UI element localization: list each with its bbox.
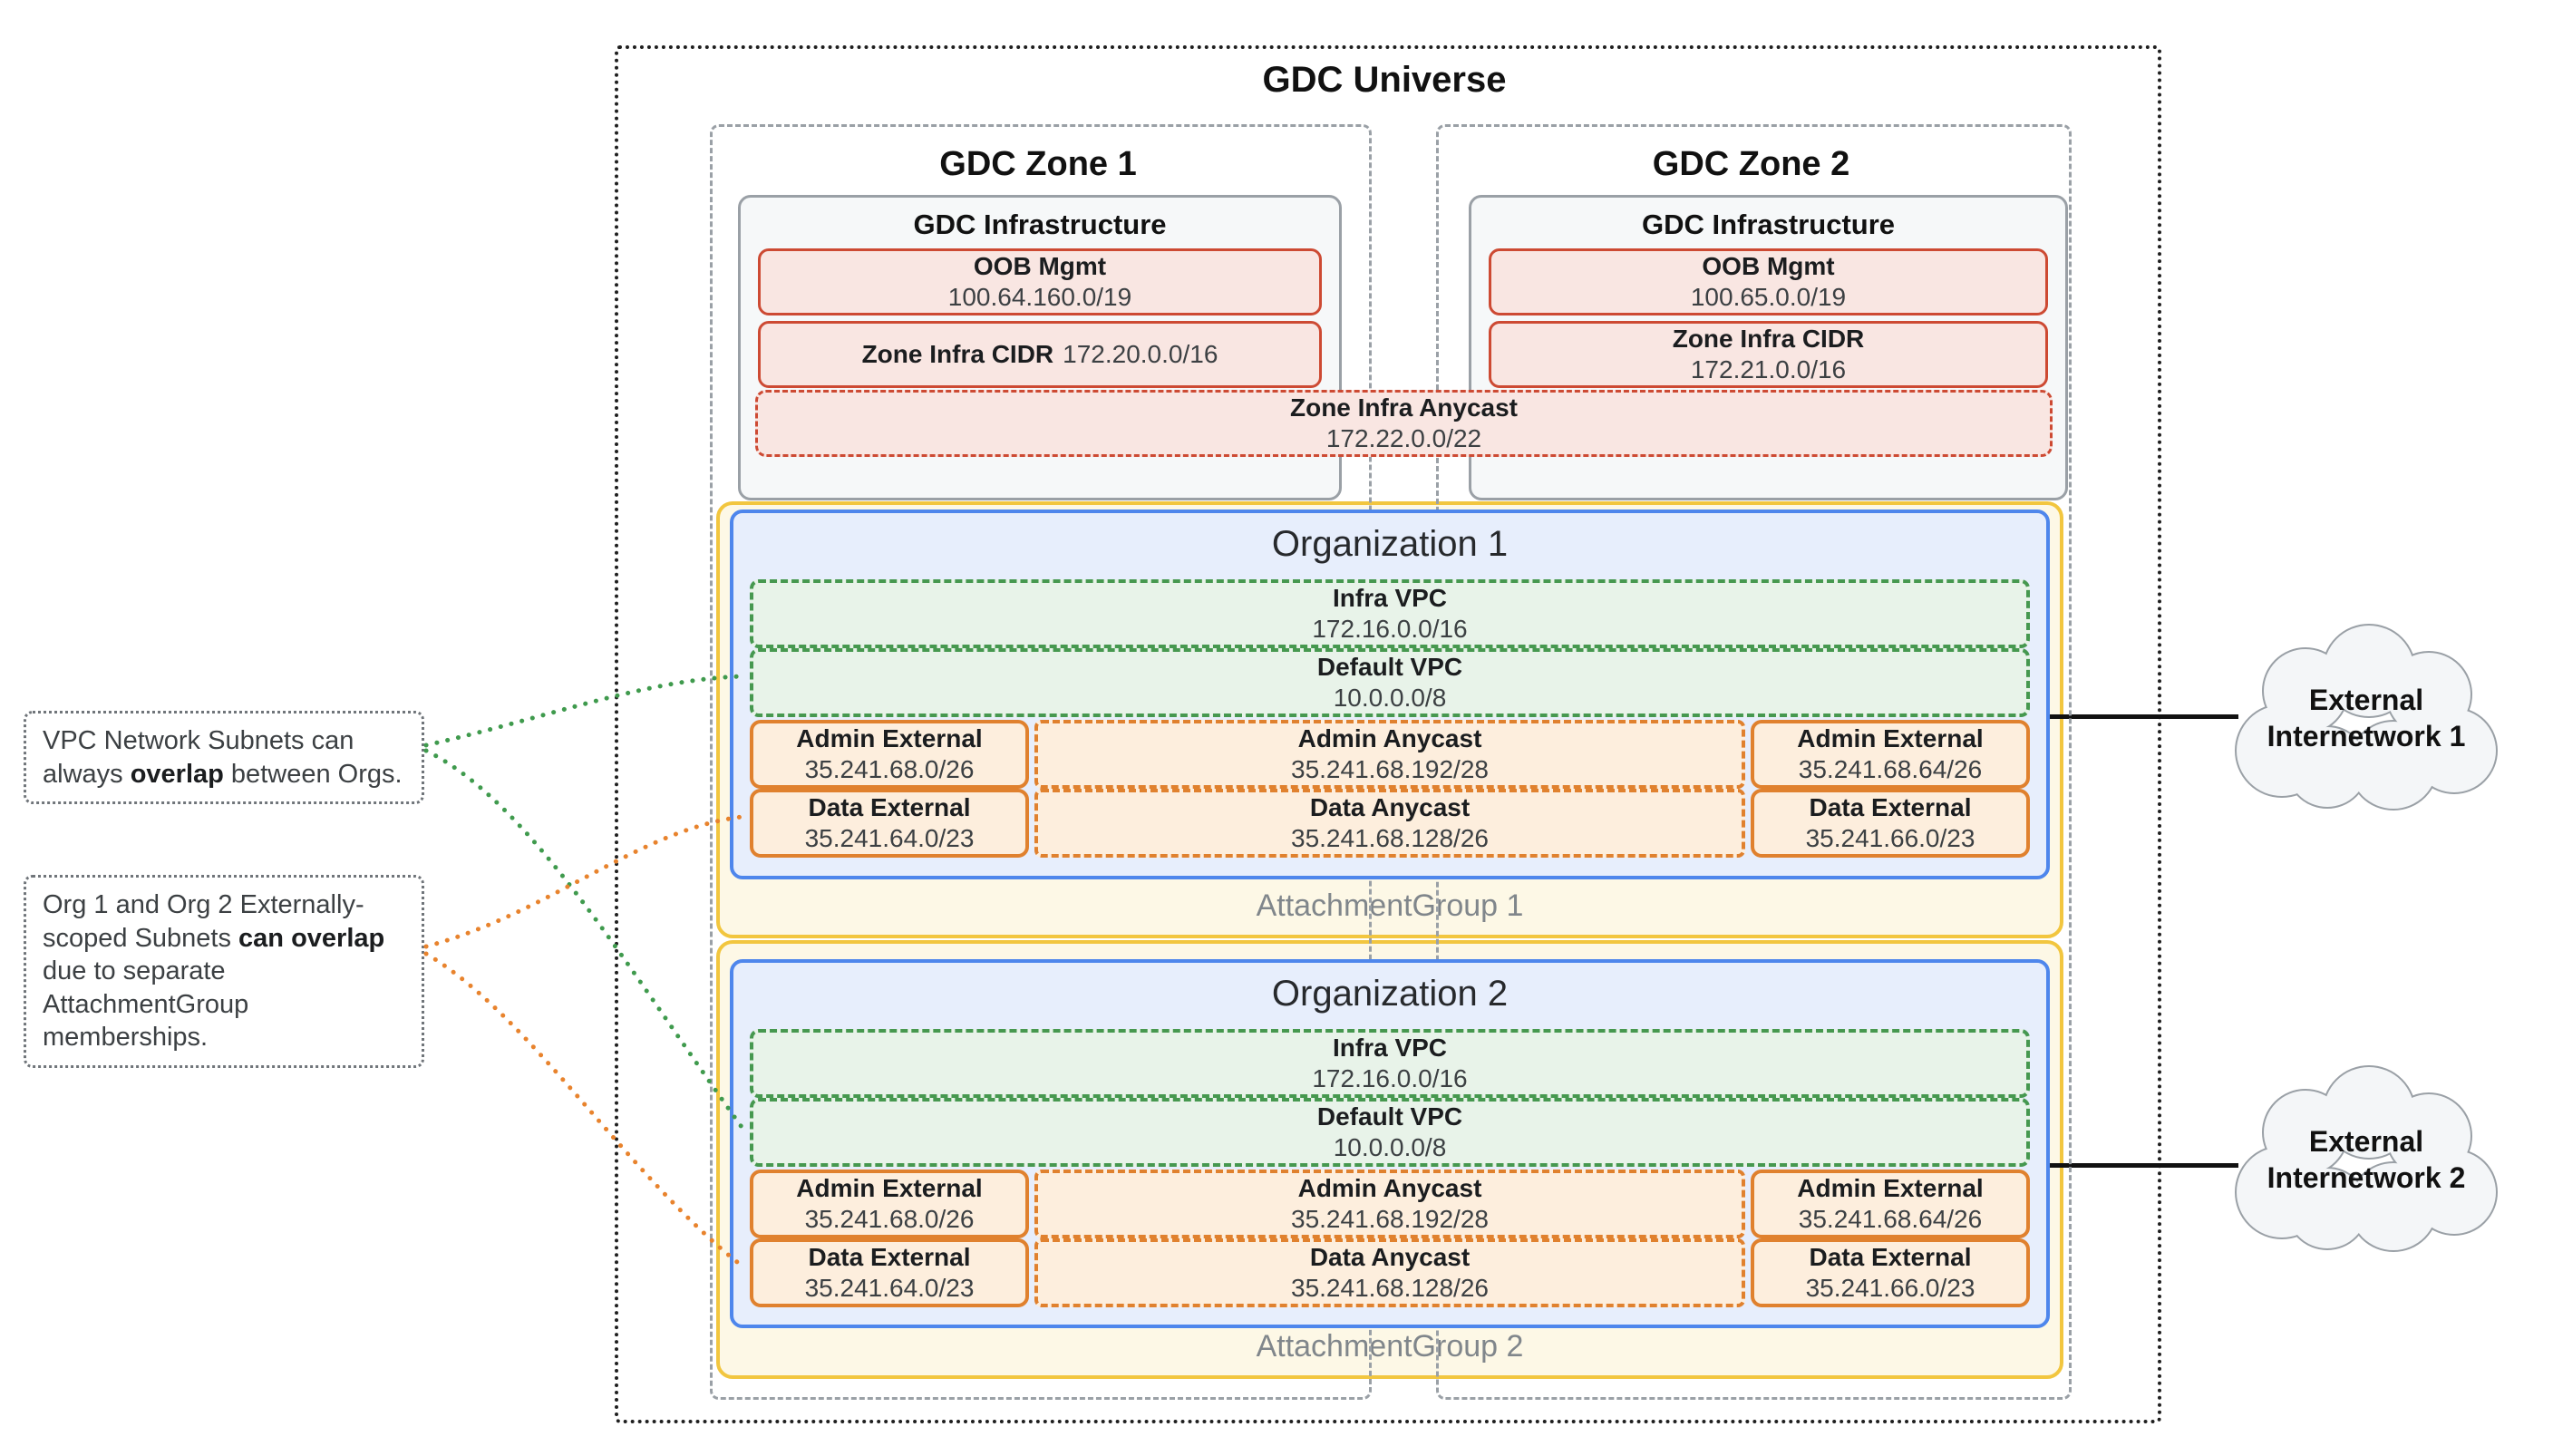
subnet-label: Admin External — [1797, 724, 1984, 752]
subnet-label: Data External — [1809, 793, 1972, 821]
zone-1-oob-mgmt-box: OOB Mgmt 100.64.160.0/19 — [758, 248, 1322, 315]
zone-2-infrastructure-title: GDC Infrastructure — [1641, 209, 1896, 240]
org-2-admin-anycast: Admin Anycast 35.241.68.192/28 — [1034, 1170, 1745, 1238]
organization-1: Organization 1 Infra VPC 172.16.0.0/16 D… — [730, 510, 2050, 879]
note-text-bold: overlap — [130, 759, 224, 789]
org-1-data-external-zone2: Data External 35.241.66.0/23 — [1751, 789, 2030, 858]
zone-1-title: GDC Zone 1 — [939, 145, 1137, 183]
subnet-cidr: 35.241.68.128/26 — [1291, 1274, 1489, 1302]
org-2-data-anycast: Data Anycast 35.241.68.128/26 — [1034, 1238, 1745, 1307]
external-internetwork-2-label: External Internetwork 2 — [2267, 1125, 2466, 1194]
note-text: Org 1 and Org 2 Externally-scoped Subnet… — [43, 890, 364, 953]
org-2-data-external-zone2: Data External 35.241.66.0/23 — [1751, 1238, 2030, 1307]
infra-cidr-label: Zone Infra CIDR — [1672, 325, 1865, 353]
org-2-admin-external-zone1: Admin External 35.241.68.0/26 — [750, 1170, 1029, 1238]
default-vpc-label: Default VPC — [1316, 653, 1463, 681]
org-1-admin-external-zone1: Admin External 35.241.68.0/26 — [750, 720, 1029, 789]
infra-vpc-cidr: 172.16.0.0/16 — [1312, 1064, 1468, 1092]
org-2-admin-external-zone2: Admin External 35.241.68.64/26 — [1751, 1170, 2030, 1238]
org-2-default-vpc: Default VPC 10.0.0.0/8 — [750, 1098, 2030, 1167]
external-internetwork-1-cloud: External Internetwork 1 — [2226, 615, 2507, 821]
zone-2-oob-mgmt-box: OOB Mgmt 100.65.0.0/19 — [1489, 248, 2048, 315]
subnet-cidr: 35.241.68.64/26 — [1798, 1205, 1983, 1233]
note-text-bold: can overlap — [238, 923, 385, 953]
subnet-cidr: 35.241.68.192/28 — [1291, 1205, 1489, 1233]
org-2-infra-vpc: Infra VPC 172.16.0.0/16 — [750, 1029, 2030, 1098]
subnet-label: Admin Anycast — [1297, 1174, 1482, 1202]
oob-cidr: 100.65.0.0/19 — [1690, 283, 1847, 311]
subnet-cidr: 35.241.68.64/26 — [1798, 755, 1983, 783]
oob-label: OOB Mgmt — [1702, 252, 1835, 280]
subnet-cidr: 35.241.66.0/23 — [1805, 824, 1975, 852]
subnet-cidr: 35.241.64.0/23 — [804, 1274, 975, 1302]
default-vpc-label: Default VPC — [1316, 1102, 1463, 1131]
oob-label: OOB Mgmt — [973, 252, 1107, 280]
subnet-cidr: 35.241.68.0/26 — [804, 1205, 975, 1233]
subnet-cidr: 35.241.64.0/23 — [804, 824, 975, 852]
infra-vpc-cidr: 172.16.0.0/16 — [1312, 615, 1468, 643]
organization-2-title: Organization 2 — [1271, 974, 1509, 1014]
zone-1-infrastructure: GDC Infrastructure OOB Mgmt 100.64.160.0… — [738, 195, 1342, 500]
zone-1-infra-cidr-box: Zone Infra CIDR 172.20.0.0/16 — [758, 321, 1322, 388]
link-org2-internetwork2 — [2043, 1163, 2238, 1168]
zone-2-infra-cidr-box: Zone Infra CIDR 172.21.0.0/16 — [1489, 321, 2048, 388]
external-internetwork-2-cloud: External Internetwork 2 — [2226, 1056, 2507, 1263]
subnet-label: Admin External — [1797, 1174, 1984, 1202]
infra-cidr-label: Zone Infra CIDR — [861, 340, 1054, 368]
org-1-data-anycast: Data Anycast 35.241.68.128/26 — [1034, 789, 1745, 858]
anycast-cidr: 172.22.0.0/22 — [1325, 424, 1482, 452]
infra-vpc-label: Infra VPC — [1332, 1034, 1448, 1062]
subnet-label: Admin External — [796, 724, 983, 752]
organization-1-title: Organization 1 — [1271, 524, 1509, 564]
note-vpc-overlap: VPC Network Subnets can always overlap b… — [24, 711, 424, 805]
anycast-label: Zone Infra Anycast — [1289, 393, 1518, 422]
universe-title: GDC Universe — [1262, 60, 1507, 100]
oob-cidr: 100.64.160.0/19 — [947, 283, 1132, 311]
org-1-data-external-zone1: Data External 35.241.64.0/23 — [750, 789, 1029, 858]
org-1-admin-anycast: Admin Anycast 35.241.68.192/28 — [1034, 720, 1745, 789]
org-1-admin-external-zone2: Admin External 35.241.68.64/26 — [1751, 720, 2030, 789]
subnet-label: Data External — [808, 1243, 971, 1271]
subnet-label: Data External — [1809, 1243, 1972, 1271]
default-vpc-cidr: 10.0.0.0/8 — [1333, 684, 1447, 712]
subnet-cidr: 35.241.68.0/26 — [804, 755, 975, 783]
subnet-label: Data External — [808, 793, 971, 821]
note-text: VPC Network Subnets can always — [43, 726, 354, 789]
note-text: between Orgs. — [223, 759, 403, 789]
subnet-cidr: 35.241.66.0/23 — [1805, 1274, 1975, 1302]
subnet-label: Admin External — [796, 1174, 983, 1202]
cloud-icon — [2235, 624, 2498, 811]
subnet-label: Data Anycast — [1309, 793, 1471, 821]
note-external-overlap: Org 1 and Org 2 Externally-scoped Subnet… — [24, 875, 424, 1068]
zone-1-infrastructure-title: GDC Infrastructure — [913, 209, 1167, 240]
link-org1-internetwork1 — [2043, 714, 2238, 719]
attachment-group-1-label: AttachmentGroup 1 — [1256, 888, 1524, 923]
infra-cidr-value: 172.21.0.0/16 — [1690, 355, 1847, 383]
zone-2-title: GDC Zone 2 — [1652, 145, 1850, 183]
subnet-label: Data Anycast — [1309, 1243, 1471, 1271]
infra-vpc-label: Infra VPC — [1332, 584, 1448, 612]
default-vpc-cidr: 10.0.0.0/8 — [1333, 1133, 1447, 1161]
attachment-group-2-label: AttachmentGroup 2 — [1256, 1329, 1524, 1364]
subnet-cidr: 35.241.68.128/26 — [1291, 824, 1489, 852]
subnet-label: Admin Anycast — [1297, 724, 1482, 752]
note-text: due to separate AttachmentGroup membersh… — [43, 956, 249, 1053]
org-1-default-vpc: Default VPC 10.0.0.0/8 — [750, 648, 2030, 717]
zone-infra-anycast-box: Zone Infra Anycast 172.22.0.0/22 — [755, 390, 2053, 457]
organization-2: Organization 2 Infra VPC 172.16.0.0/16 D… — [730, 959, 2050, 1328]
org-1-infra-vpc: Infra VPC 172.16.0.0/16 — [750, 579, 2030, 648]
subnet-cidr: 35.241.68.192/28 — [1291, 755, 1489, 783]
org-2-data-external-zone1: Data External 35.241.64.0/23 — [750, 1238, 1029, 1307]
external-internetwork-1-label: External Internetwork 1 — [2267, 684, 2466, 752]
infra-cidr-value: 172.20.0.0/16 — [1063, 340, 1218, 368]
